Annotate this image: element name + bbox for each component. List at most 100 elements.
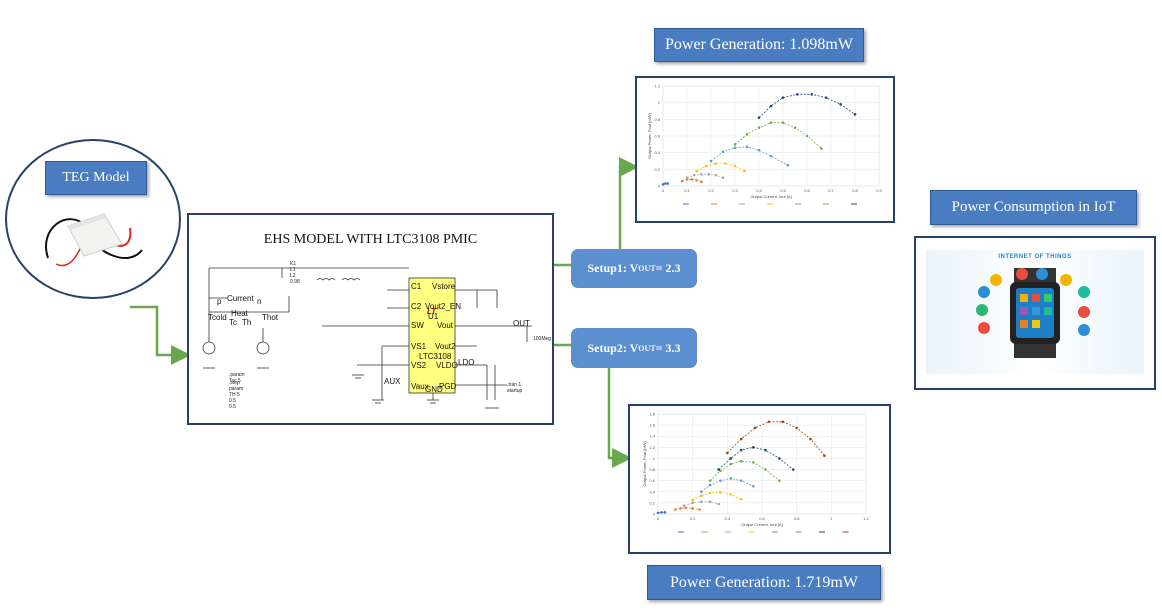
data-point: [695, 178, 698, 182]
label-p: p: [217, 297, 222, 306]
data-point: [700, 173, 703, 176]
ehs-title: EHS MODEL WITH LTC3108 PMIC: [263, 232, 478, 247]
data-point: [810, 93, 814, 96]
setup2-sub: OUT: [638, 343, 656, 353]
data-point: [733, 146, 737, 149]
y-tick-label: 0.2: [654, 167, 660, 172]
pin-vout: Vout: [437, 321, 454, 330]
pin-vaux: Vaux: [411, 382, 429, 391]
data-point: [823, 454, 826, 457]
data-point: [707, 173, 710, 176]
y-tick-label: 0.6: [654, 134, 660, 139]
data-point: [752, 446, 755, 449]
data-point: [839, 103, 842, 106]
data-point: [729, 457, 733, 460]
x-tick-label: 0.4: [725, 516, 731, 521]
data-point: [739, 448, 743, 452]
data-point: [663, 511, 667, 514]
y-tick-label: 0.4: [649, 489, 655, 494]
y-tick-label: 1.4: [649, 434, 655, 439]
y-tick-label: 0.8: [649, 467, 655, 472]
data-point: [739, 479, 743, 482]
data-point: [781, 96, 785, 99]
data-point: [685, 176, 689, 179]
pin-vstore: Vstore: [432, 282, 456, 291]
data-point: [708, 483, 712, 487]
data-point: [769, 154, 773, 158]
param-step: .step param TH 5 0.5 0.5: [229, 380, 244, 410]
pin-ltc3108: LTC3108: [419, 352, 452, 361]
param-tcc: .param Tcc 5: [229, 372, 245, 384]
x-tick-label: 0.9: [876, 188, 882, 193]
coupling-k1: K1 L1 L2 0.98: [290, 261, 300, 285]
data-point: [684, 506, 688, 510]
data-point: [778, 457, 781, 460]
data-point: [757, 126, 761, 129]
data-point: [691, 501, 694, 505]
data-point: [793, 126, 797, 129]
y-tick-label: 0.6: [649, 478, 655, 483]
data-point: [764, 448, 767, 452]
x-tick-label: 0.5: [780, 188, 786, 193]
data-point: [664, 182, 667, 185]
data-point: [753, 426, 757, 430]
data-point: [729, 493, 733, 496]
data-point: [661, 183, 665, 186]
setup1-suffix: = 2.3: [655, 261, 681, 275]
x-axis-label: Output Current, Iout [A]: [750, 194, 791, 199]
series-line: [727, 421, 825, 456]
iot-banner: INTERNET OF THINGS: [998, 254, 1072, 260]
data-point: [767, 420, 771, 424]
setup1-prefix: Setup1: V: [587, 261, 639, 275]
y-tick-label: 0.8: [654, 117, 660, 122]
power-gen-top-label: Power Generation: 1.098mW: [654, 28, 864, 62]
data-point: [757, 148, 761, 152]
label-aux: AUX: [384, 377, 401, 386]
data-point: [708, 500, 712, 504]
y-tick-label: 0.2: [649, 500, 655, 505]
x-tick-label: 0.7: [828, 188, 834, 193]
y-tick-label: 1.2: [654, 84, 660, 89]
iot-image: [926, 250, 1144, 374]
data-point: [721, 176, 725, 179]
data-point: [698, 508, 701, 511]
label-heat: Heat: [231, 309, 248, 318]
power-gen-bottom-label: Power Generation: 1.719mW: [647, 565, 881, 600]
series-line: [701, 477, 754, 493]
label-th: Th: [242, 318, 252, 327]
y-tick-label: 1.8: [649, 412, 655, 417]
ehs-model-box: [187, 213, 554, 425]
y-tick-label: 1.2: [649, 445, 655, 450]
data-point: [733, 164, 737, 168]
pin-c2: C2: [411, 302, 422, 311]
data-point: [764, 468, 767, 471]
data-point: [786, 163, 790, 167]
arrow-setup2-to-chart2: [607, 368, 632, 468]
y-axis-label: Output Power, Pout [mW]: [642, 441, 647, 486]
pin-vs2: VS2: [411, 361, 427, 370]
data-point: [824, 96, 828, 99]
data-point: [656, 511, 660, 515]
series-line: [696, 163, 745, 172]
label-n: n: [257, 297, 262, 306]
data-point: [724, 162, 727, 165]
data-point: [729, 462, 733, 466]
data-point: [752, 461, 755, 464]
data-point: [695, 169, 698, 173]
data-point: [717, 468, 720, 471]
y-axis-label: Output Power, Pout [mW]: [647, 113, 652, 158]
pin-c1: C1: [411, 282, 422, 291]
x-tick-label: 0.8: [794, 516, 800, 521]
data-point: [704, 164, 708, 168]
data-point: [709, 159, 713, 163]
x-tick-label: 0.3: [732, 188, 738, 193]
x-tick-label: 0: [662, 188, 665, 193]
setup2-prefix: Setup2: V: [587, 340, 639, 355]
data-point: [680, 179, 684, 183]
setup1-sub: OUT: [638, 264, 656, 273]
y-tick-label: 0: [653, 512, 656, 517]
data-point: [739, 459, 743, 463]
x-tick-label: 0.8: [852, 188, 858, 193]
